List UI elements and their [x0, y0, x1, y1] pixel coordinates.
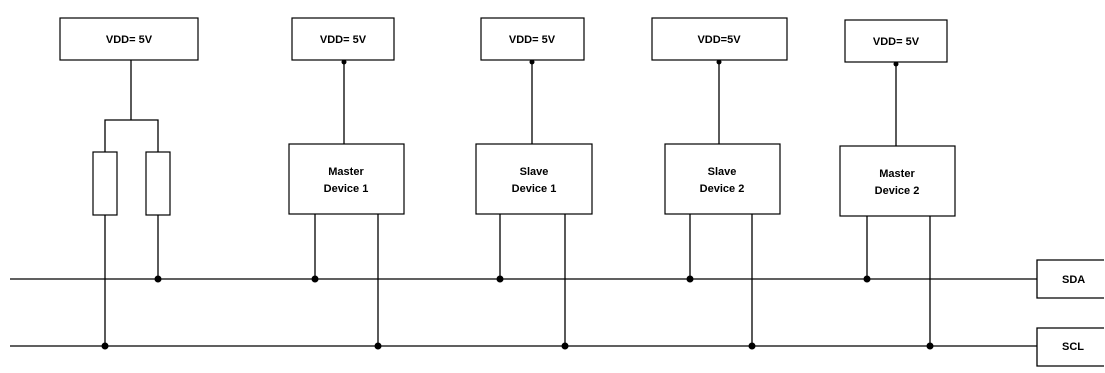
supply-box — [291, 17, 395, 61]
device-label-line2: Device 1 — [324, 183, 369, 195]
device-box — [664, 143, 781, 215]
scl-label: SCL — [1062, 341, 1084, 353]
device-label-line2: Device 2 — [700, 183, 745, 195]
supply-label: VDD= 5V — [320, 34, 367, 46]
supply-label: VDD= 5V — [873, 36, 920, 48]
supply-label: VDD= 5V — [509, 34, 556, 46]
resistor-split-wire — [104, 119, 159, 152]
device-box — [475, 143, 593, 215]
device-label-line2: Device 2 — [875, 185, 920, 197]
scl-terminal-box — [1036, 327, 1104, 367]
device-label-line2: Device 1 — [512, 183, 557, 195]
device-label-line1: Slave — [520, 166, 549, 178]
sda-terminal-box — [1036, 259, 1104, 299]
node-slave-device-2: VDD=5V Slave Device 2 — [651, 17, 788, 350]
supply-label-pullup: VDD= 5V — [106, 34, 153, 46]
device-box — [288, 143, 405, 215]
device-label-line1: Master — [879, 168, 915, 180]
supply-box-pullup — [59, 17, 199, 61]
supply-box — [651, 17, 788, 61]
device-label-line1: Slave — [708, 166, 737, 178]
supply-label: VDD=5V — [697, 34, 741, 46]
bus-lines: SDA SCL — [10, 259, 1104, 367]
pullup-section: VDD= 5V — [59, 17, 199, 350]
device-label-line1: Master — [328, 166, 364, 178]
node-master-device-2: VDD= 5V Master Device 2 — [839, 19, 956, 350]
supply-box — [844, 19, 948, 63]
device-box — [839, 145, 956, 217]
supply-box — [480, 17, 585, 61]
sda-label: SDA — [1062, 274, 1085, 286]
node-slave-device-1: VDD= 5V Slave Device 1 — [475, 17, 593, 350]
pullup-resistor-sda — [145, 151, 171, 216]
pullup-resistor-scl — [92, 151, 118, 216]
node-master-device-1: VDD= 5V Master Device 1 — [288, 17, 405, 350]
